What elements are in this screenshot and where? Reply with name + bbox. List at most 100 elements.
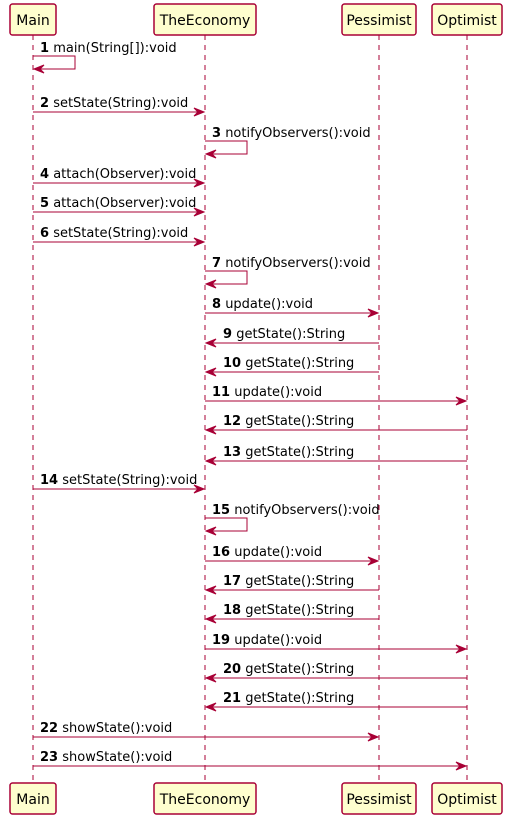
message-label: 18 getState():String <box>223 603 354 618</box>
message-text: getState():String <box>245 691 354 706</box>
message-number: 1 <box>40 41 49 56</box>
arrowhead <box>32 64 45 74</box>
message-label: 5 attach(Observer):void <box>40 196 196 211</box>
participant-optimist-top: Optimist <box>431 3 503 36</box>
arrowhead <box>204 279 217 289</box>
arrowhead <box>204 456 217 466</box>
arrowhead <box>193 207 206 217</box>
message-number: 18 <box>223 603 241 618</box>
message-1: 1 main(String[]):void <box>32 41 177 74</box>
message-number: 20 <box>223 662 241 677</box>
message-label: 2 setState(String):void <box>40 96 188 111</box>
message-number: 7 <box>212 256 221 271</box>
message-text: update():void <box>234 385 322 400</box>
arrowhead <box>204 526 217 536</box>
participant-box <box>9 782 57 815</box>
arrowhead <box>204 585 217 595</box>
message-text: getState():String <box>236 327 345 342</box>
message-text: update():void <box>234 633 322 648</box>
message-text: notifyObservers():void <box>225 126 370 141</box>
participant-label: Pessimist <box>346 13 412 29</box>
participant-main-top: Main <box>9 3 57 36</box>
message-text: getState():String <box>245 574 354 589</box>
message-text: getState():String <box>245 445 354 460</box>
message-label: 8 update():void <box>212 297 313 312</box>
arrowhead <box>204 338 217 348</box>
participant-box <box>341 3 417 36</box>
participant-box <box>431 3 503 36</box>
message-9: 9 getState():String <box>204 327 379 348</box>
participant-label: Pessimist <box>346 792 412 808</box>
message-label: 15 notifyObservers():void <box>212 503 380 518</box>
message-label: 10 getState():String <box>223 356 354 371</box>
lifelines <box>32 35 468 783</box>
message-number: 23 <box>40 750 58 765</box>
arrowhead <box>367 308 380 318</box>
participant-main-bottom: Main <box>9 782 57 815</box>
message-4: 4 attach(Observer):void <box>33 167 206 188</box>
message-number: 9 <box>223 327 232 342</box>
message-17: 17 getState():String <box>204 574 379 595</box>
self-message-line <box>205 517 248 532</box>
message-text: getState():String <box>245 662 354 677</box>
participant-label: TheEconomy <box>159 792 251 808</box>
participant-economy-bottom: TheEconomy <box>153 782 257 815</box>
message-text: attach(Observer):void <box>53 167 196 182</box>
message-number: 15 <box>212 503 230 518</box>
participant-pessimist-bottom: Pessimist <box>341 782 417 815</box>
message-23: 23 showState():void <box>33 750 468 771</box>
message-text: showState():void <box>62 721 172 736</box>
participant-label: Optimist <box>437 13 497 29</box>
message-label: 21 getState():String <box>223 691 354 706</box>
message-number: 4 <box>40 167 49 182</box>
participant-label: Optimist <box>437 792 497 808</box>
participant-box <box>9 3 57 36</box>
message-label: 19 update():void <box>212 633 322 648</box>
message-text: getState():String <box>245 414 354 429</box>
message-text: getState():String <box>245 356 354 371</box>
messages: 1 main(String[]):void 2 setState(String):… <box>32 41 468 771</box>
message-number: 8 <box>212 297 221 312</box>
message-text: update():void <box>234 545 322 560</box>
participant-label: Main <box>16 792 49 808</box>
message-number: 11 <box>212 385 230 400</box>
message-number: 12 <box>223 414 241 429</box>
message-text: attach(Observer):void <box>53 196 196 211</box>
message-text: notifyObservers():void <box>234 503 379 518</box>
self-message-line <box>205 270 248 285</box>
message-label: 23 showState():void <box>40 750 172 765</box>
arrowhead <box>204 425 217 435</box>
participant-box <box>153 3 257 36</box>
message-number: 17 <box>223 574 241 589</box>
message-10: 10 getState():String <box>204 356 379 377</box>
message-2: 2 setState(String):void <box>33 96 206 117</box>
arrowhead <box>367 556 380 566</box>
message-5: 5 attach(Observer):void <box>33 196 206 217</box>
message-label: 7 notifyObservers():void <box>212 256 371 271</box>
participant-box <box>341 782 417 815</box>
arrowhead <box>193 484 206 494</box>
message-18: 18 getState():String <box>204 603 379 624</box>
message-text: setState(String):void <box>53 226 188 241</box>
message-20: 20 getState():String <box>204 662 467 683</box>
message-11: 11 update():void <box>205 385 468 406</box>
message-number: 19 <box>212 633 230 648</box>
message-8: 8 update():void <box>205 297 380 318</box>
message-label: 11 update():void <box>212 385 322 400</box>
message-label: 14 setState(String):void <box>40 473 197 488</box>
arrowhead <box>367 732 380 742</box>
message-number: 2 <box>40 96 49 111</box>
message-7: 7 notifyObservers():void <box>204 256 371 289</box>
arrowhead <box>204 614 217 624</box>
message-number: 5 <box>40 196 49 211</box>
message-text: update():void <box>225 297 313 312</box>
message-15: 15 notifyObservers():void <box>204 503 380 536</box>
arrowhead <box>204 367 217 377</box>
arrowhead <box>455 644 468 654</box>
participant-pessimist-top: Pessimist <box>341 3 417 36</box>
participant-box <box>431 782 503 815</box>
participant-label: Main <box>16 13 49 29</box>
message-number: 22 <box>40 721 58 736</box>
message-label: 22 showState():void <box>40 721 172 736</box>
